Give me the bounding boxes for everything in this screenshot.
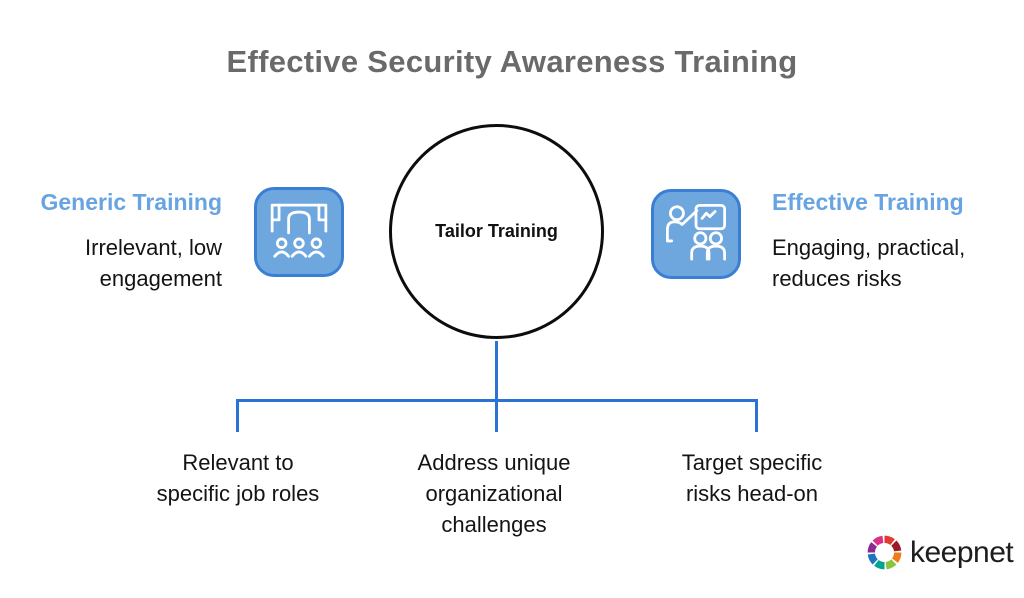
keepnet-logo-text: keepnet — [910, 535, 1014, 569]
effective-training-panel: Effective Training Engaging, practical, … — [772, 189, 998, 294]
connector-drop-center — [495, 399, 498, 432]
keepnet-shutter-icon — [867, 535, 902, 570]
effective-training-description: Engaging, practical, reduces risks — [772, 235, 966, 291]
effective-training-heading: Effective Training — [772, 189, 964, 215]
branch-label-job-roles: Relevant to specific job roles — [156, 450, 320, 506]
generic-training-icon-tile — [254, 187, 344, 277]
connector-drop-right — [755, 399, 758, 432]
center-node: Tailor Training — [389, 124, 604, 339]
page-title: Effective Security Awareness Training — [226, 44, 798, 79]
lecture-hall-audience-icon — [270, 203, 328, 258]
connector-drop-left — [236, 399, 239, 432]
presenter-whiteboard-icon — [666, 204, 726, 261]
generic-training-description: Irrelevant, low engagement — [85, 235, 222, 291]
keepnet-logo: keepnet — [861, 529, 1014, 576]
center-node-label: Tailor Training — [435, 221, 558, 241]
branch-label-target-risks: Target specific risks head-on — [681, 450, 823, 506]
effective-training-icon-tile — [651, 189, 741, 279]
generic-training-panel: Generic Training Irrelevant, low engagem… — [10, 189, 223, 294]
connector-vertical-line — [495, 341, 498, 401]
generic-training-heading: Generic Training — [40, 189, 223, 215]
branch-label-organizational-challenges: Address unique organizational challenges — [417, 450, 571, 537]
